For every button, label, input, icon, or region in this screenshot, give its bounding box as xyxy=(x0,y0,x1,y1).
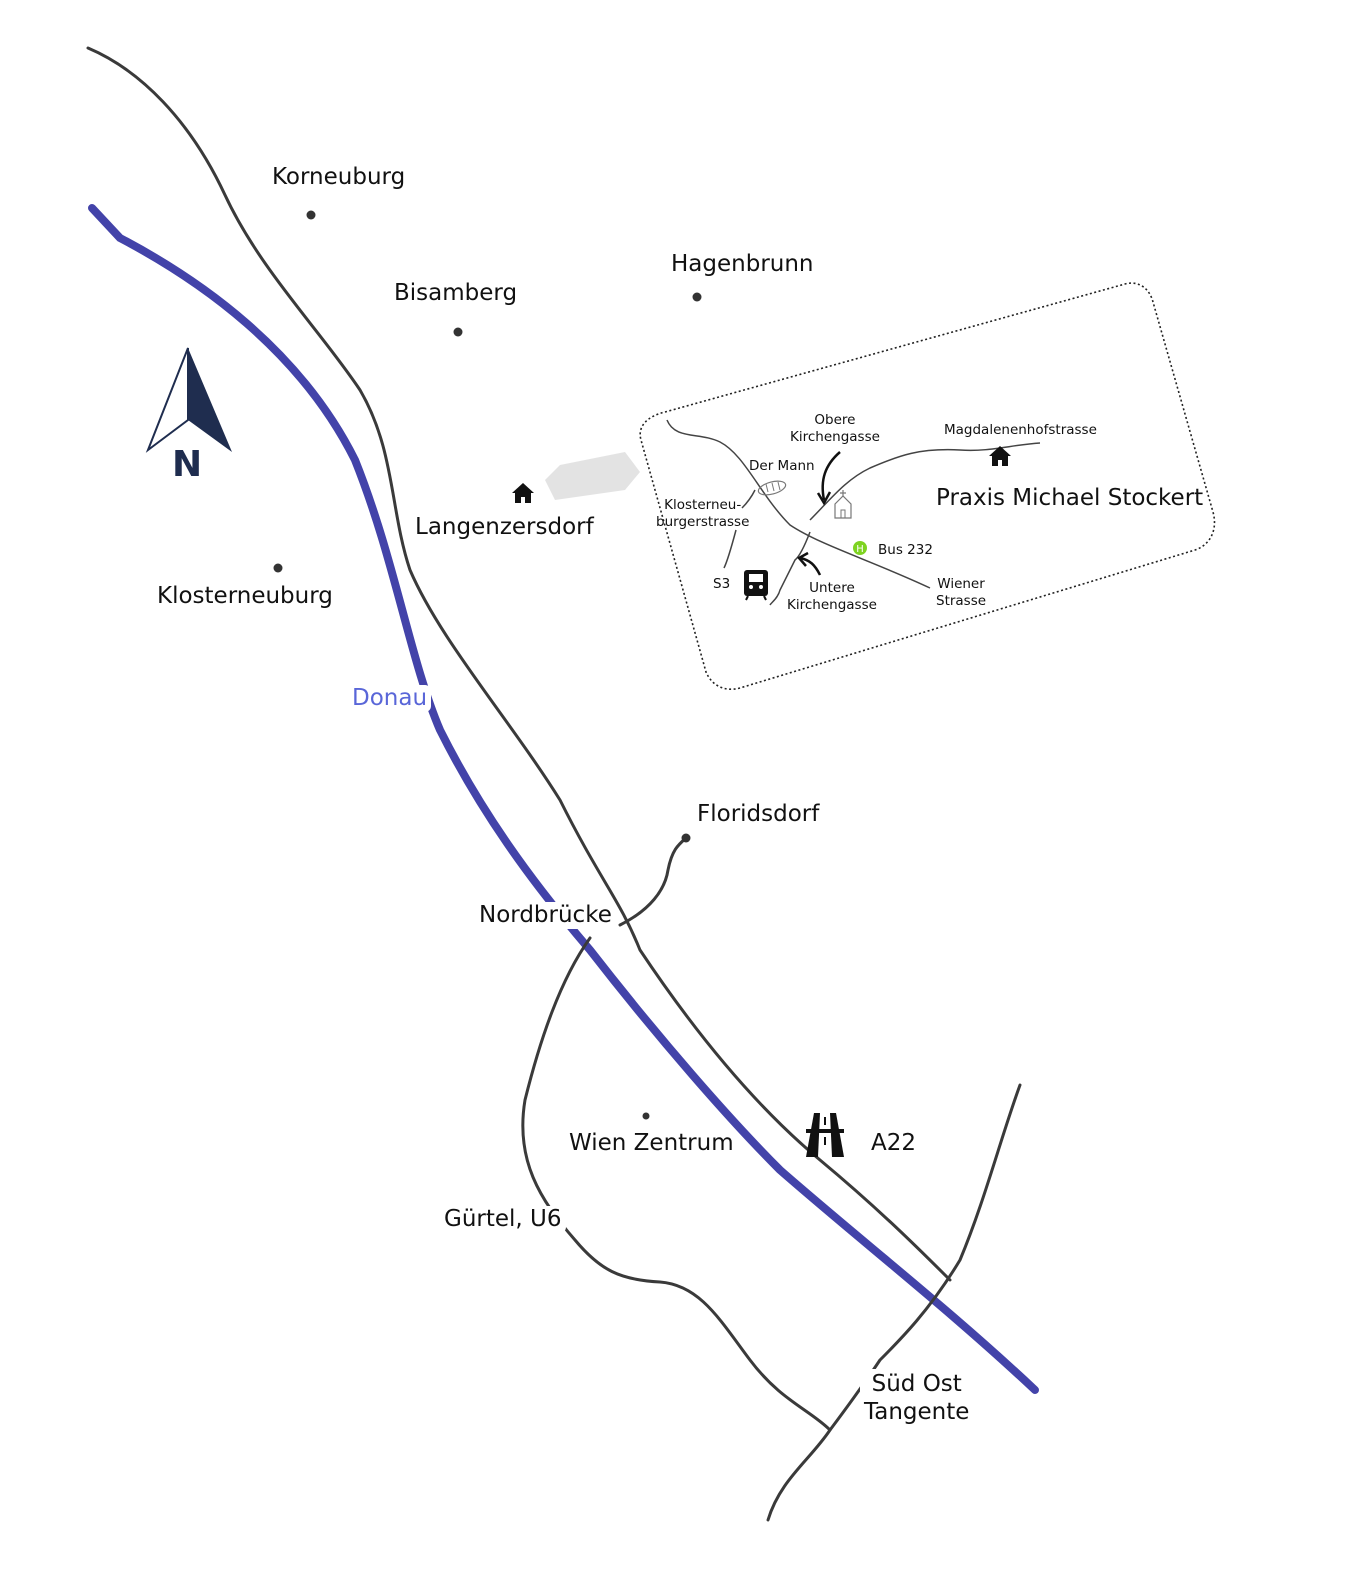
label-obere-kirchengasse: Obere Kirchengasse xyxy=(790,412,880,446)
arrow-untere-icon xyxy=(799,556,822,576)
label-s3: S3 xyxy=(713,576,731,592)
inset-road-klosterneu xyxy=(723,489,756,569)
label-floridsdorf: Floridsdorf xyxy=(697,801,820,827)
label-klosterneuburg: Klosterneuburg xyxy=(157,583,333,609)
klosterneuburg-dot xyxy=(273,563,283,573)
label-sued-ost: Süd Ost Tangente xyxy=(860,1369,974,1429)
label-wiener-line1: Wiener xyxy=(937,576,985,592)
train-icon xyxy=(744,570,768,601)
motorway-icon xyxy=(806,1113,844,1157)
bus-stop-icon: H xyxy=(853,541,867,555)
label-der-mann: Der Mann xyxy=(749,458,815,474)
label-guertel: Gürtel, U6 xyxy=(440,1206,566,1233)
label-sued-ost-line1: Süd Ost xyxy=(871,1371,962,1397)
wien-zentrum-dot xyxy=(642,1112,650,1120)
floridsdorf-dot xyxy=(681,833,691,843)
label-klosterneu-line2: burgerstrasse xyxy=(656,513,750,530)
label-obere-line1: Obere xyxy=(814,412,856,428)
label-nordbruecke: Nordbrücke xyxy=(475,902,616,929)
label-wien-zentrum: Wien Zentrum xyxy=(569,1130,734,1156)
sued-ost-tangente-road xyxy=(766,1083,1022,1522)
label-klosterneuburgerstrasse: Klosterneu- burgerstrasse xyxy=(656,497,749,531)
main-road xyxy=(86,46,952,1282)
label-untere-line1: Untere xyxy=(809,580,855,596)
label-korneuburg: Korneuburg xyxy=(272,164,406,190)
label-obere-line2: Kirchengasse xyxy=(790,428,880,445)
bread-icon xyxy=(757,480,787,496)
inset-road-untere xyxy=(769,531,811,606)
label-magdalenenhofstrasse: Magdalenenhofstrasse xyxy=(944,422,1097,438)
home-icon-praxis xyxy=(989,446,1011,466)
hagenbrunn-dot xyxy=(692,292,702,302)
korneuburg-dot xyxy=(306,210,316,220)
svg-text:H: H xyxy=(856,544,864,555)
label-langenzersdorf: Langenzersdorf xyxy=(415,514,594,540)
bisamberg-dot xyxy=(453,327,463,337)
home-icon-langenzersdorf xyxy=(512,483,534,503)
inset-title: Praxis Michael Stockert xyxy=(936,485,1204,511)
label-sued-ost-line2: Tangente xyxy=(864,1398,970,1425)
donau-river xyxy=(88,204,1039,1394)
nordbruecke-road xyxy=(618,836,688,927)
north-arrow-icon xyxy=(145,347,232,453)
label-donau: Donau xyxy=(348,685,432,712)
label-klosterneu-line1: Klosterneu- xyxy=(664,497,742,513)
label-bus-232: Bus 232 xyxy=(878,542,933,558)
label-hagenbrunn: Hagenbrunn xyxy=(671,251,814,277)
label-a22: A22 xyxy=(871,1130,917,1156)
label-untere-line2: Kirchengasse xyxy=(787,596,877,613)
inset-connector xyxy=(545,452,640,500)
church-icon xyxy=(834,490,852,519)
label-untere-kirchengasse: Untere Kirchengasse xyxy=(787,580,877,614)
label-wiener-line2: Strasse xyxy=(936,592,987,609)
arrow-obere-icon xyxy=(821,451,841,501)
inset-frame xyxy=(639,282,1216,690)
label-bisamberg: Bisamberg xyxy=(394,280,518,306)
label-wiener-strasse: Wiener Strasse xyxy=(936,576,986,610)
guertel-road xyxy=(521,936,832,1432)
north-letter: N xyxy=(172,444,203,485)
